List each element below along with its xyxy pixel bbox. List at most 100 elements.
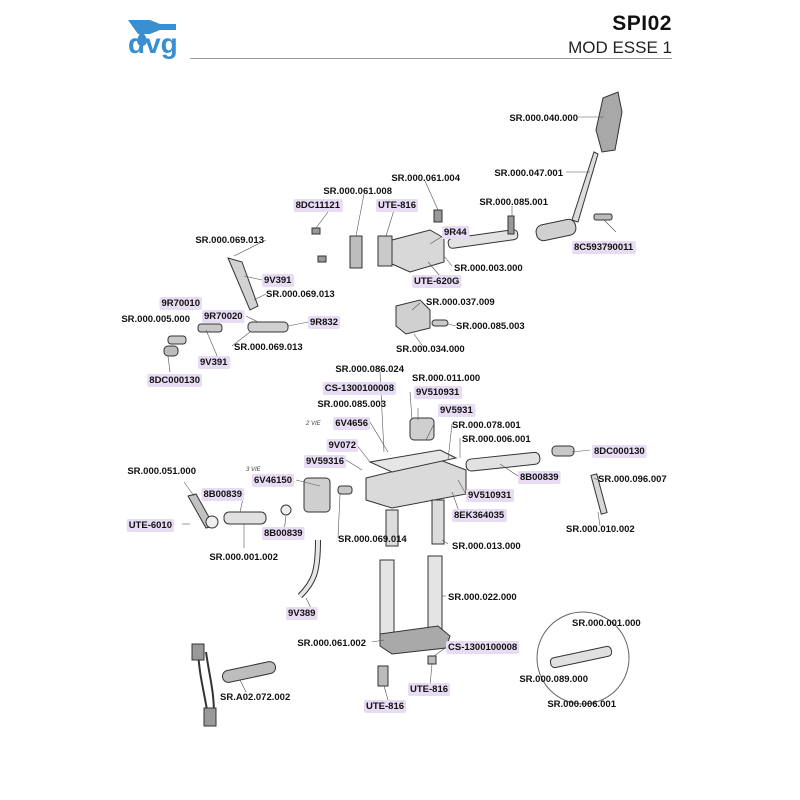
part-label-9v510931: 9V510931 <box>468 490 512 501</box>
part-label-8b00839: 8B00839 <box>264 528 303 539</box>
note-2-vie: 2 VIE <box>305 421 322 427</box>
part-label-sr-000-013-000: SR.000.013.000 <box>452 541 521 552</box>
part-label-highlight <box>126 519 174 532</box>
logo-icon <box>128 20 176 46</box>
column-left-drawing <box>379 559 395 637</box>
lever-rod-drawing <box>571 151 599 223</box>
part-label-8b00839: 8B00839 <box>203 489 242 500</box>
leader-lines <box>167 116 617 701</box>
part-label-highlight <box>446 641 520 654</box>
part-label-sr-000-011-000: SR.000.011.000 <box>412 373 480 384</box>
part-label-8c593790011: 8C593790011 <box>574 242 634 253</box>
part-label-6v46150: 6V46150 <box>254 475 292 486</box>
part-label-ute-816: UTE-816 <box>366 701 404 712</box>
part-label-sr-000-037-009: SR.000.037.009 <box>426 297 495 308</box>
note-3-vie: 3 VIE <box>246 467 262 473</box>
part-label-sr-000-089-000: SR.000.089.000 <box>519 674 588 685</box>
part-label-9r44: 9R44 <box>444 227 467 238</box>
part-label-9r70010: 9R70010 <box>161 298 200 309</box>
part-label-highlight <box>364 700 407 713</box>
part-label-sr-000-005-000: SR.000.005.000 <box>121 314 190 325</box>
part-label-highlight <box>262 527 305 540</box>
part-label-sr-000-001-002: SR.000.001.002 <box>209 552 278 563</box>
header-divider <box>190 58 672 59</box>
valve-body-drawing <box>391 229 445 273</box>
part-label-sr-000-010-002: SR.000.010.002 <box>566 524 635 535</box>
part-label-sr-000-047-001: SR.000.047.001 <box>494 168 563 179</box>
part-label-ute-6010: UTE-6010 <box>129 520 172 531</box>
part-label-highlight <box>286 607 318 620</box>
part-label-9r70020: 9R70020 <box>204 311 243 322</box>
page-title: SPI02 <box>612 12 672 35</box>
part-label-cs-1300100008: CS-1300100008 <box>325 383 394 394</box>
part-label-ute-620g: UTE-620G <box>414 276 459 287</box>
part-label-highlight <box>408 683 451 696</box>
part-label-highlight <box>293 199 343 212</box>
part-label-9v391: 9V391 <box>200 357 228 368</box>
part-label-9v391: 9V391 <box>264 275 292 286</box>
part-label-sr-000-085-003: SR.000.085.003 <box>317 399 386 410</box>
part-label-highlight <box>518 471 561 484</box>
shaft-drawing <box>447 229 519 249</box>
brand-logo: dvg <box>128 28 178 59</box>
part-label-sr-000-040-000: SR.000.040.000 <box>509 113 578 124</box>
part-label-highlight <box>202 310 245 323</box>
part-label-8dc000130: 8DC000130 <box>594 446 645 457</box>
part-label-sr-000-022-000: SR.000.022.000 <box>448 592 517 603</box>
part-label-sr-000-069-013: SR.000.069.013 <box>266 289 335 300</box>
page-subtitle: MOD ESSE 1 <box>568 38 672 57</box>
part-drawings <box>163 91 623 727</box>
part-label-highlight <box>572 241 636 254</box>
part-label-highlight <box>303 455 346 468</box>
part-label-9v510931: 9V510931 <box>416 387 460 398</box>
part-label-sr-000-061-002: SR.000.061.002 <box>297 638 366 649</box>
part-label-sr-000-006-001: SR.000.006.001 <box>547 699 616 710</box>
part-label-9v389: 9V389 <box>288 608 315 619</box>
part-label-cs-1300100008: CS-1300100008 <box>448 642 517 653</box>
part-label-9v5931: 9V5931 <box>440 405 473 416</box>
part-label-9v072: 9V072 <box>329 440 356 451</box>
part-label-highlight <box>198 356 231 369</box>
part-label-6v4656: 6V4656 <box>335 418 368 429</box>
part-label-highlight <box>452 509 507 522</box>
part-label-sr-000-006-001: SR.000.006.001 <box>462 434 531 445</box>
column-right-drawing <box>427 555 443 633</box>
part-label-sr-000-085-003: SR.000.085.003 <box>456 321 525 332</box>
part-label-highlight <box>438 404 476 417</box>
part-label-9v59316: 9V59316 <box>306 456 344 467</box>
part-label-highlight <box>326 439 358 452</box>
lever-hub-drawing <box>535 218 577 242</box>
part-label-highlight <box>412 275 462 288</box>
part-label-sr-000-051-000: SR.000.051.000 <box>127 466 196 477</box>
part-label-highlight <box>308 316 340 329</box>
part-label-highlight <box>159 297 202 310</box>
part-label-highlight <box>592 445 647 458</box>
part-label-highlight <box>442 226 470 239</box>
part-label-sr-000-003-000: SR.000.003.000 <box>454 263 523 274</box>
part-label-highlight <box>466 489 515 502</box>
part-label-highlight <box>414 386 463 399</box>
part-label-sr-000-001-000: SR.000.001.000 <box>572 618 641 629</box>
part-label-highlight <box>322 382 396 395</box>
part-label-highlight <box>147 374 202 387</box>
part-label-ute-816: UTE-816 <box>378 200 416 211</box>
part-label-sr-000-034-000: SR.000.034.000 <box>396 344 465 355</box>
part-label-sr-000-086-024: SR.000.086.024 <box>335 364 404 375</box>
part-label-sr-000-069-013: SR.000.069.013 <box>195 235 264 246</box>
part-labels: SR.000.040.000SR.000.047.001SR.000.061.0… <box>121 113 667 713</box>
part-label-8dc11121: 8DC11121 <box>296 200 341 211</box>
part-label-highlight <box>375 199 418 212</box>
part-label-highlight <box>333 417 370 430</box>
part-label-8b00839: 8B00839 <box>520 472 559 483</box>
part-label-ute-816: UTE-816 <box>410 684 448 695</box>
part-label-highlight <box>262 274 295 287</box>
lever-handle-drawing <box>595 91 623 153</box>
part-label-sr-000-096-007: SR.000.096.007 <box>598 474 667 485</box>
detail-circle <box>536 611 630 705</box>
part-label-sr-000-069-013: SR.000.069.013 <box>234 342 303 353</box>
part-label-highlight <box>201 488 244 501</box>
part-label-sr-000-085-001: SR.000.085.001 <box>479 197 548 208</box>
part-label-9r832: 9R832 <box>310 317 338 328</box>
